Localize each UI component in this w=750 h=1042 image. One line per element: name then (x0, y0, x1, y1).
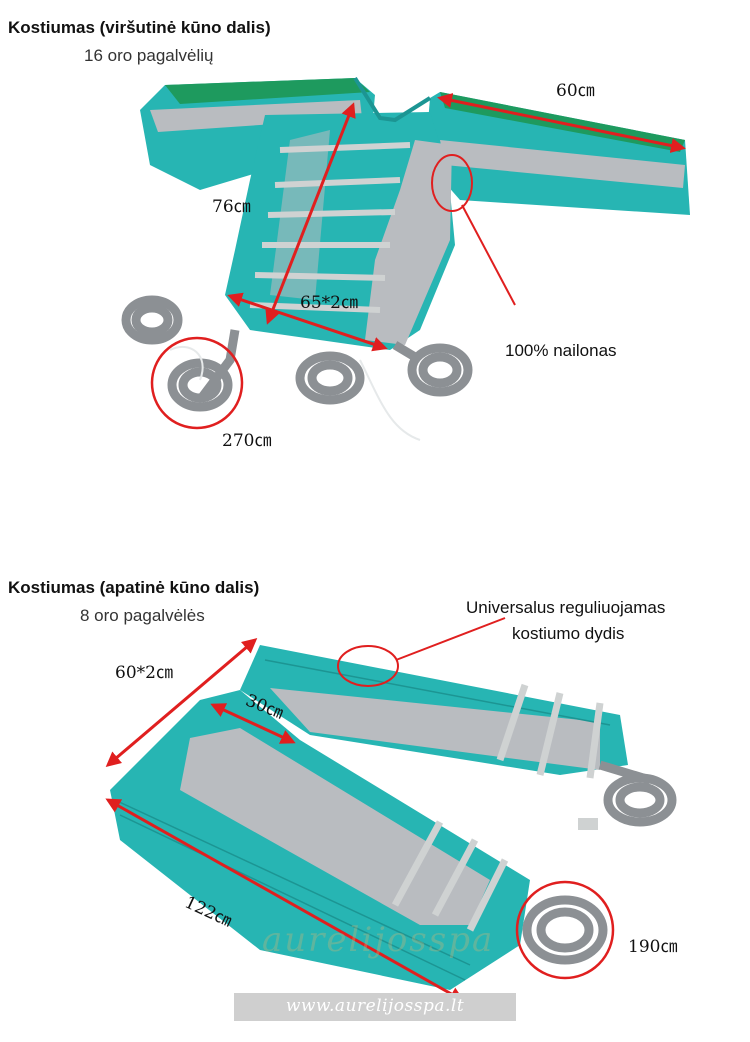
lower-waist-dimension: 60*2㎝ (115, 663, 173, 683)
upper-hose-dimension: 270㎝ (222, 431, 272, 451)
adjustable-note-line2: kostiumo dydis (512, 624, 625, 643)
hose-connector-icon (578, 818, 598, 830)
upper-suit-title: Kostiumas (viršutinė kūno dalis) (8, 18, 271, 37)
upper-sleeve-dimension: 60㎝ (556, 81, 595, 101)
footer-band (234, 993, 516, 1021)
lower-suit-subtitle: 8 oro pagalvėlės (80, 606, 205, 625)
footer-website: www.aurelijosspa.lt (285, 996, 465, 1016)
upper-annotations (150, 93, 686, 430)
upper-width-dimension: 65*2㎝ (300, 293, 358, 313)
lower-hose-dimension: 190㎝ (628, 937, 678, 957)
upper-length-dimension: 76㎝ (212, 197, 251, 217)
adjustable-note-line1: Universalus reguliuojamas (466, 598, 666, 617)
material-note: 100% nailonas (505, 341, 617, 360)
lower-annotations (105, 617, 615, 1002)
upper-hoses (121, 295, 473, 412)
logo-watermark: aurelijosspa (262, 920, 495, 960)
lower-hoses (522, 760, 677, 965)
lower-suit-title: Kostiumas (apatinė kūno dalis) (8, 578, 260, 597)
upper-suit-subtitle: 16 oro pagalvėlių (84, 46, 214, 65)
